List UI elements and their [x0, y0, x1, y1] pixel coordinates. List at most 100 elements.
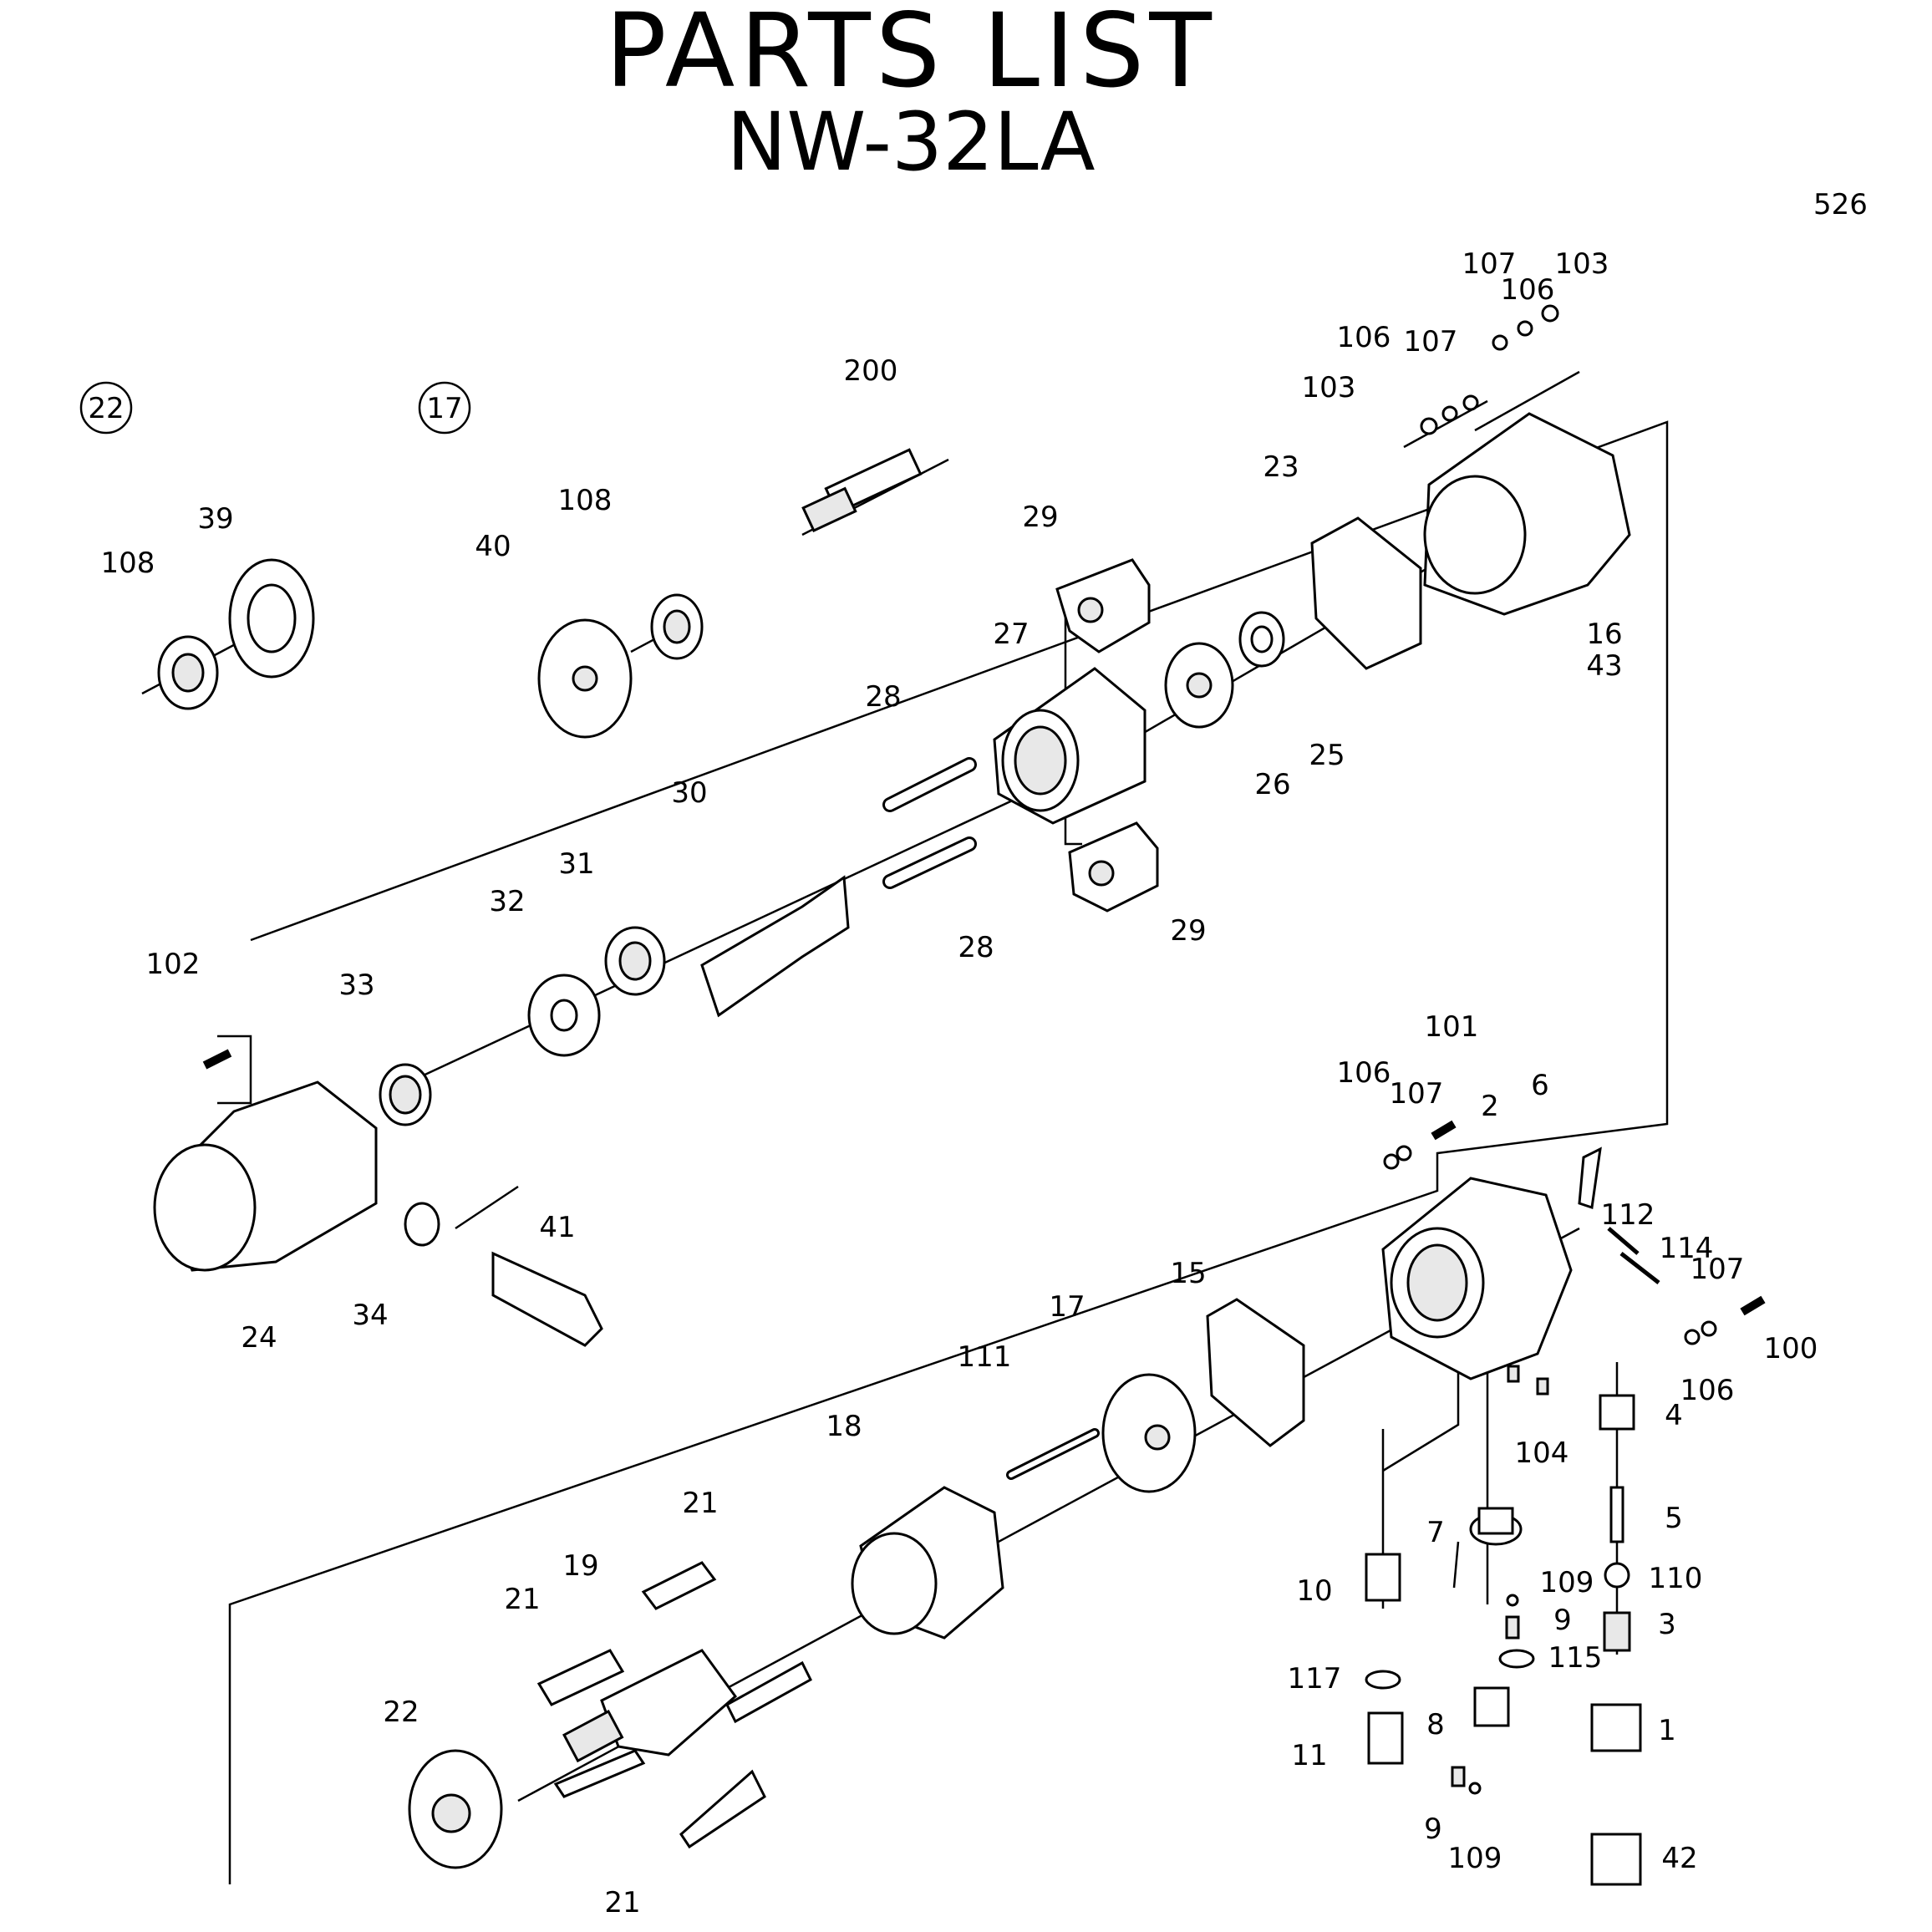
callout-109: 109 [1448, 1842, 1502, 1875]
part-32-washer [527, 974, 601, 1057]
part-25-washer [1238, 611, 1285, 668]
callout-40: 40 [475, 530, 511, 563]
part-42-bushing [1590, 1833, 1642, 1886]
callout-115: 115 [1548, 1641, 1603, 1675]
callout-107: 107 [1690, 1253, 1745, 1286]
callout-29: 29 [1170, 914, 1206, 948]
callout-107: 107 [1404, 325, 1458, 358]
callout-23: 23 [1263, 450, 1299, 484]
callout-103: 103 [1302, 371, 1356, 404]
callout-28: 28 [865, 680, 901, 714]
part-18-cylinder [851, 1486, 1004, 1640]
callout-7: 7 [1426, 1516, 1445, 1549]
part-6-trigger [1578, 1146, 1602, 1209]
callout-31: 31 [558, 847, 594, 881]
callout-108: 108 [101, 547, 155, 580]
callout-24: 24 [241, 1321, 277, 1355]
part-2-housing [1381, 1177, 1573, 1380]
part-101-106-107-screws [1383, 1120, 1766, 1345]
callout-39: 39 [197, 502, 233, 536]
part-4-valve-cap [1599, 1394, 1635, 1431]
callout-27: 27 [993, 618, 1029, 651]
callout-107: 107 [1390, 1077, 1444, 1111]
part-10-valve-bushing [1365, 1553, 1401, 1602]
page-title: PARTS LIST [605, 0, 1217, 110]
part-28-pin-bottom [882, 836, 977, 889]
part-16-hammer-case [1423, 412, 1631, 616]
callout-43: 43 [1586, 649, 1622, 683]
model-number: NW-32LA [726, 95, 1096, 189]
part-27-hammer-cage [993, 667, 1146, 825]
callout-6: 6 [1531, 1069, 1549, 1102]
callout-104: 104 [1515, 1436, 1569, 1470]
callout-32: 32 [489, 885, 525, 918]
part-108-bearing-left [157, 635, 219, 710]
part-41-handle [491, 1251, 603, 1347]
callout-9: 9 [1553, 1604, 1572, 1637]
part-29-hammer-bottom [1068, 821, 1159, 913]
callout-15: 15 [1170, 1257, 1206, 1290]
callout-19: 19 [562, 1549, 598, 1583]
callout-2: 2 [1481, 1090, 1499, 1123]
callout-108: 108 [558, 484, 613, 517]
part-104-screws [1507, 1365, 1549, 1396]
part-22-end-plate [408, 1749, 503, 1869]
callout-112: 112 [1601, 1198, 1655, 1232]
part-34-screw [404, 1202, 440, 1247]
part-1-inlet [1590, 1703, 1642, 1752]
callout-101: 101 [1425, 1010, 1479, 1044]
callout-200: 200 [844, 354, 898, 388]
callout-109: 109 [1540, 1566, 1594, 1599]
part-33-bushing [379, 1063, 432, 1126]
callout-114: 114 [1660, 1232, 1714, 1265]
part-30-anvil [700, 875, 850, 1018]
callout-22: 22 [383, 1696, 419, 1729]
part-112-114-pins [1607, 1227, 1660, 1284]
subassembly-22-label: 22 [88, 392, 124, 425]
part-29-hammer-top [1055, 558, 1151, 653]
callout-110: 110 [1649, 1562, 1703, 1595]
part-11-reverse-valve [1367, 1711, 1404, 1765]
part-9-109-spring-ball [1451, 1594, 1520, 1795]
part-102-screw [202, 1049, 232, 1070]
callout-8: 8 [1426, 1708, 1445, 1741]
callout-10: 10 [1296, 1574, 1332, 1608]
callout-42: 42 [1661, 1842, 1697, 1875]
part-103-106-107-fasteners-top [1420, 304, 1559, 435]
callout-5: 5 [1665, 1502, 1683, 1535]
callout-25: 25 [1309, 739, 1345, 772]
subassembly-mark-17: 17 [418, 381, 471, 435]
part-117-ring [1365, 1670, 1401, 1690]
callout-106: 106 [1337, 321, 1391, 354]
part-40-plate [537, 618, 633, 739]
part-28-pin-top [882, 757, 977, 812]
subassembly-17-label: 17 [426, 392, 462, 425]
callout-28: 28 [958, 931, 994, 964]
callout-17: 17 [1049, 1290, 1085, 1324]
callout-106: 106 [1501, 273, 1555, 307]
callout-4: 4 [1665, 1399, 1683, 1432]
part-115-ring [1498, 1649, 1535, 1669]
part-110-ball [1604, 1562, 1630, 1589]
subassembly-mark-22: 22 [79, 381, 133, 435]
callout-26: 26 [1254, 768, 1290, 801]
callout-106: 106 [1680, 1374, 1735, 1407]
callout-21: 21 [604, 1886, 640, 1919]
callout-107: 107 [1462, 247, 1517, 281]
callout-30: 30 [671, 776, 707, 810]
callout-16: 16 [1586, 618, 1622, 651]
part-39-end-plate [228, 558, 315, 679]
part-7-valve [1469, 1507, 1523, 1546]
part-17-end-plate [1101, 1373, 1197, 1493]
part-24-front-case [153, 1080, 378, 1272]
callout-11: 11 [1291, 1739, 1327, 1772]
page-number: 526 [1813, 188, 1868, 221]
part-3-spring [1603, 1611, 1631, 1652]
callout-106: 106 [1337, 1056, 1391, 1090]
part-23-gasket [1310, 516, 1422, 670]
callout-102: 102 [146, 948, 201, 981]
callout-1: 1 [1658, 1714, 1676, 1747]
part-111-pin [1006, 1428, 1100, 1480]
callout-21: 21 [682, 1487, 718, 1520]
